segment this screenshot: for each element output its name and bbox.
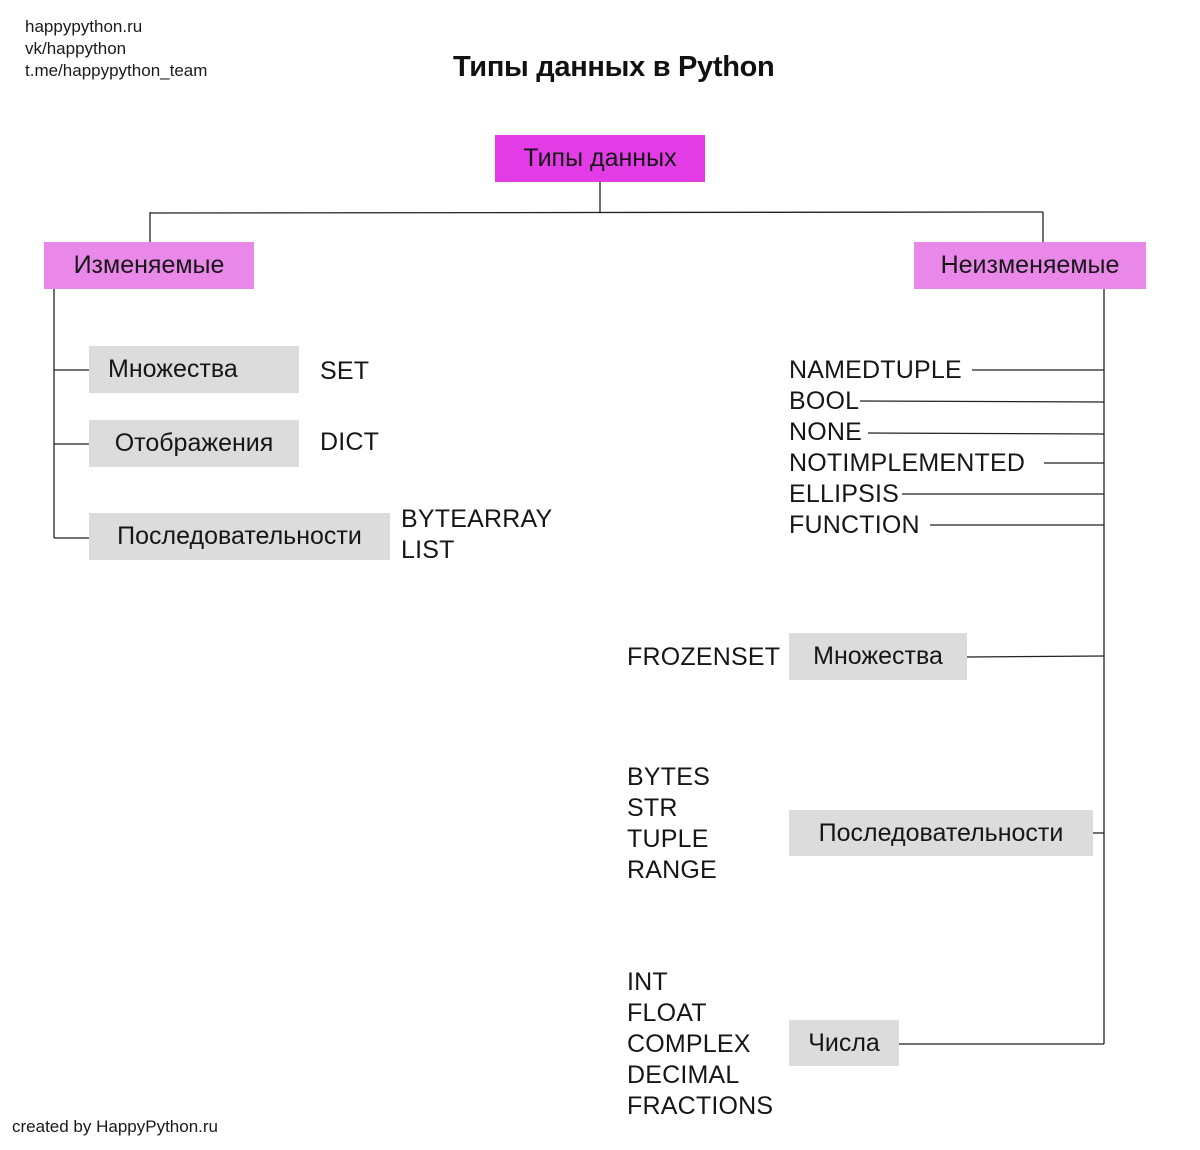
type-label: FUNCTION	[789, 511, 920, 539]
immutable-sets-node: Множества	[789, 633, 967, 680]
type-label: INT	[627, 968, 668, 996]
type-label: COMPLEX	[627, 1030, 751, 1058]
type-label: FLOAT	[627, 999, 707, 1027]
mutable-node: Изменяемые	[44, 242, 254, 289]
type-label: NOTIMPLEMENTED	[789, 449, 1026, 477]
type-label: FRACTIONS	[627, 1092, 774, 1120]
type-label: RANGE	[627, 856, 717, 884]
type-label: NAMEDTUPLE	[789, 356, 962, 384]
type-label: BOOL	[789, 387, 860, 415]
immutable-sequences-types: BYTES STR TUPLE RANGE	[627, 762, 717, 886]
immutable-numbers-node: Числа	[789, 1020, 899, 1066]
page-title: Типы данных в Python	[453, 51, 775, 83]
mutable-sets-node: Множества	[89, 346, 299, 393]
immutable-node: Неизменяемые	[914, 242, 1146, 289]
mutable-sequences-types: BYTEARRAY LIST	[401, 504, 552, 566]
type-label: BYTEARRAY	[401, 505, 553, 533]
immutable-sequences-node: Последовательности	[789, 810, 1093, 856]
telegram-link[interactable]: t.me/happypython_team	[25, 61, 208, 80]
mutable-mappings-node: Отображения	[89, 420, 299, 467]
site-link[interactable]: happypython.ru	[25, 17, 143, 36]
type-label: STR	[627, 794, 678, 822]
type-label: LIST	[401, 536, 455, 564]
footer-credit: created by HappyPython.ru	[12, 1117, 219, 1136]
type-label: TUPLE	[627, 825, 709, 853]
vk-link[interactable]: vk/happython	[25, 39, 127, 58]
immutable-numbers-types: INT FLOAT COMPLEX DECIMAL FRACTIONS	[627, 967, 773, 1122]
immutable-sets-types: FROZENSET	[627, 643, 781, 671]
immutable-single-types: NAMEDTUPLE BOOL NONE NOTIMPLEMENTED ELLI…	[789, 355, 1025, 541]
type-label: DECIMAL	[627, 1061, 740, 1089]
mutable-sequences-node: Последовательности	[89, 513, 390, 560]
type-label: NONE	[789, 418, 863, 446]
type-label: BYTES	[627, 763, 710, 791]
root-node: Типы данных	[495, 135, 705, 182]
source-links: happypython.ru vk/happython t.me/happypy…	[25, 16, 207, 82]
mutable-sets-types: SET	[320, 357, 370, 385]
mutable-mappings-types: DICT	[320, 428, 380, 456]
type-label: ELLIPSIS	[789, 480, 899, 508]
